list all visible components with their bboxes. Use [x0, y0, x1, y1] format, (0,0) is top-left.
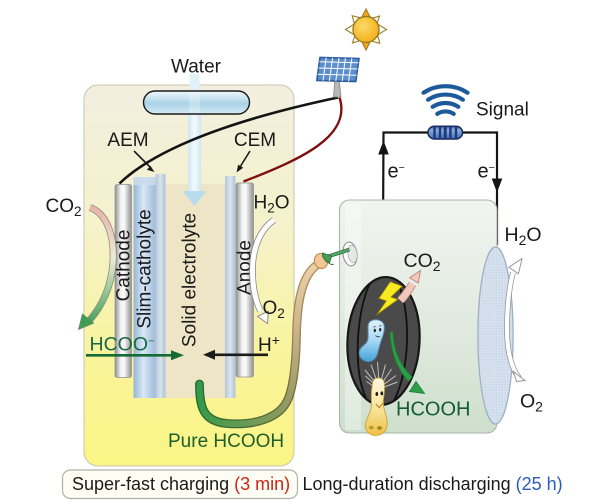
svg-text:Cathode: Cathode — [113, 230, 134, 302]
svg-text:HCOOH: HCOOH — [396, 399, 470, 421]
svg-text:Pure HCOOH: Pure HCOOH — [168, 431, 284, 452]
svg-text:AEM: AEM — [107, 130, 148, 151]
svg-text:Slim-catholyte: Slim-catholyte — [134, 209, 155, 328]
svg-text:CO2: CO2 — [46, 196, 82, 219]
svg-text:HCOO−: HCOO− — [90, 334, 155, 356]
svg-text:Water: Water — [171, 57, 222, 78]
svg-text:H2O: H2O — [254, 193, 290, 216]
svg-text:Super-fast charging (3 min): Super-fast charging (3 min) — [72, 474, 290, 494]
svg-text:CEM: CEM — [234, 130, 276, 151]
svg-text:Signal: Signal — [476, 100, 529, 121]
svg-text:Long-duration discharging (25: Long-duration discharging (25 h) — [303, 474, 563, 494]
svg-text:Solid electrolyte: Solid electrolyte — [180, 213, 201, 347]
